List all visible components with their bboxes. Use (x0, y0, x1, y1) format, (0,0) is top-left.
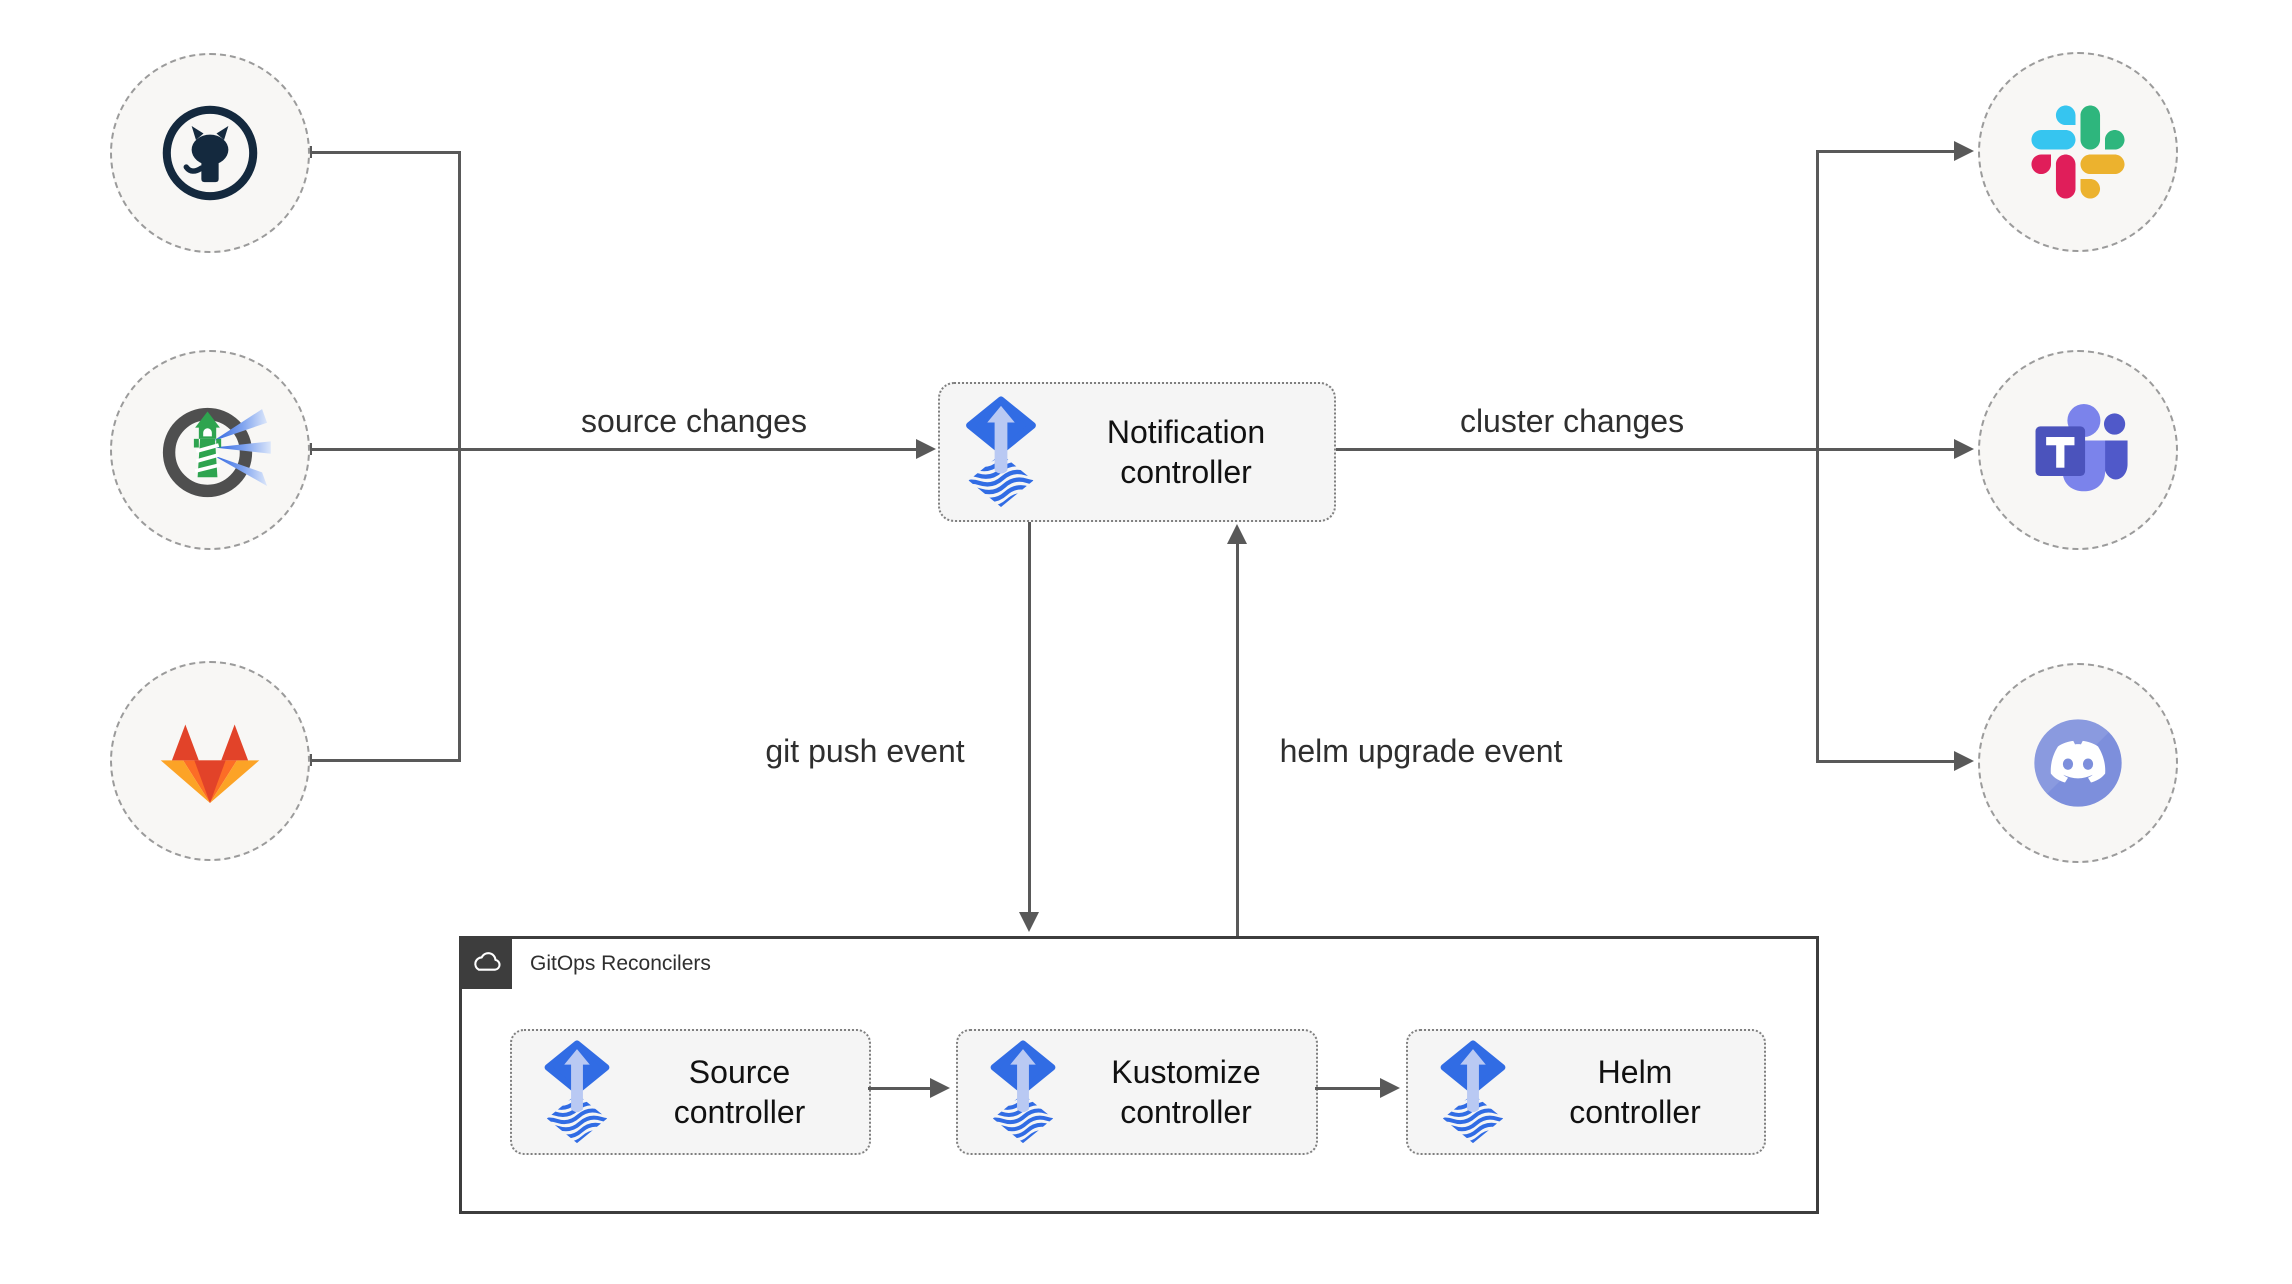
arrowhead-into-reconcilers (1019, 912, 1039, 932)
teams-icon (2019, 391, 2137, 509)
notification-controller-node: Notification controller (938, 382, 1336, 522)
discord-icon (2019, 704, 2137, 822)
gitlab-node (110, 661, 310, 861)
connector-cluster-changes (1336, 448, 1817, 451)
harbor-node (110, 350, 310, 550)
arrowhead-into-kustomize (930, 1078, 950, 1098)
connector-endpoint-tick (309, 754, 312, 766)
arrowhead-into-slack (1954, 141, 1974, 161)
cloud-icon (468, 949, 504, 976)
helm-controller-node: Helm controller (1406, 1029, 1766, 1155)
node-label: Source controller (610, 1052, 869, 1132)
connector-git-push (1028, 522, 1031, 914)
flux-icon (964, 396, 1038, 508)
container-title: GitOps Reconcilers (530, 952, 711, 975)
node-label-text: Notification controller (1106, 414, 1266, 490)
arrowhead-into-notification-bottom (1227, 524, 1247, 544)
github-node (110, 53, 310, 253)
connector-to-slack (1817, 150, 1954, 153)
arrowhead-into-helm (1380, 1078, 1400, 1098)
connector-endpoint-tick (309, 146, 312, 158)
arrowhead-into-discord (1954, 751, 1974, 771)
edge-label-cluster-changes: cluster changes (1459, 403, 1685, 439)
connector-gitlab (310, 759, 459, 762)
connector-github (310, 151, 459, 154)
connector-source-to-kustomize (868, 1087, 932, 1090)
edge-label-git-push-event: git push event (765, 733, 965, 769)
flux-icon (1440, 1040, 1506, 1144)
connector-to-teams (1817, 448, 1954, 451)
node-label-text: Source controller (673, 1054, 806, 1130)
source-controller-node: Source controller (510, 1029, 871, 1155)
node-label-text: Kustomize controller (1111, 1054, 1261, 1130)
edge-label-helm-upgrade-event: helm upgrade event (1279, 733, 1563, 769)
connector-kustomize-to-helm (1315, 1087, 1382, 1090)
connector-to-discord (1817, 760, 1954, 763)
node-label: Kustomize controller (1056, 1052, 1316, 1132)
gitlab-icon (154, 711, 266, 812)
flux-icon (544, 1040, 610, 1144)
connector-endpoint-tick (309, 443, 312, 455)
github-icon (156, 99, 264, 207)
connector-helm-upgrade (1236, 544, 1239, 936)
slack-node (1978, 52, 2178, 252)
teams-node (1978, 350, 2178, 550)
harbor-icon (148, 388, 272, 512)
edge-label-source-changes: source changes (581, 403, 807, 439)
connector-left-bus (458, 151, 461, 762)
node-label: Helm controller (1506, 1052, 1764, 1132)
arrowhead-into-notification (916, 439, 936, 459)
kustomize-controller-node: Kustomize controller (956, 1029, 1318, 1155)
node-label-text: Helm controller (1569, 1054, 1701, 1130)
container-corner-badge (459, 936, 512, 989)
connector-source-changes (310, 448, 916, 451)
node-label: Notification controller (1038, 412, 1334, 492)
connector-right-bus (1816, 150, 1819, 763)
gitops-reconcilers-container: GitOps Reconcilers Source controller Kus… (459, 936, 1819, 1214)
arrowhead-into-teams (1954, 439, 1974, 459)
flux-icon (990, 1040, 1056, 1144)
discord-node (1978, 663, 2178, 863)
slack-icon (2031, 105, 2125, 199)
